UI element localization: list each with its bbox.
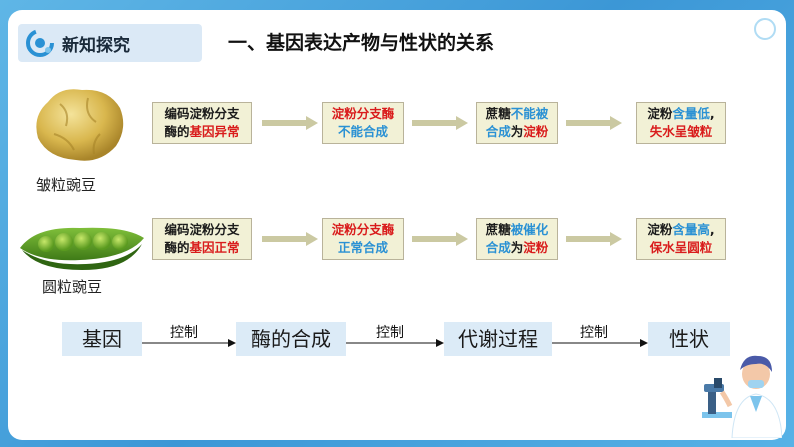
step-text-segment: 基因正常 — [189, 240, 240, 255]
step-text-segment: 淀粉 — [523, 240, 549, 255]
step-box-row2-4: 淀粉含量高,保水呈圆粒 — [636, 218, 726, 260]
flow-edge-label-3: 控制 — [580, 325, 608, 341]
step-text-segment: 淀粉分支酶 — [331, 106, 395, 121]
step-text-segment: 淀粉 — [647, 222, 673, 237]
step-text-segment: 酶的 — [164, 240, 190, 255]
step-text-segment: 含量高 — [672, 222, 710, 237]
step-arrow-row2-2 — [412, 232, 468, 246]
round-pea-label: 圆粒豌豆 — [42, 278, 103, 296]
header-badge: 新知探究 — [18, 24, 202, 62]
step-box-line: 合成为淀粉 — [481, 123, 553, 141]
step-text-segment: 淀粉分支酶 — [331, 222, 395, 237]
step-box-line: 正常合成 — [327, 239, 399, 257]
step-box-row2-2: 淀粉分支酶正常合成 — [322, 218, 404, 260]
step-text-segment: 失水呈皱粒 — [649, 124, 713, 139]
step-box-line: 淀粉分支酶 — [327, 221, 399, 239]
step-text-segment: 为 — [510, 124, 524, 139]
flow-node-enzyme-synthesis: 酶的合成 — [236, 322, 346, 356]
step-text-segment: 蔗糖 — [485, 106, 511, 121]
flow-node-trait: 性状 — [648, 322, 730, 356]
step-text-segment: 蔗糖 — [485, 222, 511, 237]
step-text-segment: 合成 — [485, 240, 511, 255]
scientist-microscope-illustration — [702, 355, 782, 438]
step-box-line: 淀粉分支酶 — [327, 105, 399, 123]
flow-node-gene: 基因 — [62, 322, 142, 356]
step-text-segment: 保水呈圆粒 — [649, 240, 713, 255]
step-text-segment: , — [709, 106, 715, 121]
decorative-circle — [754, 18, 776, 40]
step-box-row2-3: 蔗糖被催化合成为淀粉 — [476, 218, 558, 260]
step-arrow-row2-1 — [262, 232, 318, 246]
header-title: 新知探究 — [62, 36, 130, 56]
step-text-segment: 不能被 — [510, 106, 549, 121]
step-text-segment: 基因异常 — [189, 124, 240, 139]
flow-arrow-1 — [142, 339, 236, 347]
wrinkled-pea-image — [36, 89, 124, 161]
step-arrow-row1-2 — [412, 116, 468, 130]
step-box-line: 蔗糖被催化 — [481, 221, 553, 239]
step-text-segment: 不能合成 — [337, 124, 388, 139]
step-text-segment: , — [709, 222, 715, 237]
step-box-row1-3: 蔗糖不能被合成为淀粉 — [476, 102, 558, 144]
flow-arrow-2 — [346, 339, 444, 347]
step-arrow-row1-3 — [566, 116, 622, 130]
step-box-line: 淀粉含量高, — [641, 221, 721, 239]
step-box-line: 合成为淀粉 — [481, 239, 553, 257]
step-box-line: 编码淀粉分支 — [157, 105, 247, 123]
step-arrow-row2-3 — [566, 232, 622, 246]
step-text-segment: 编码淀粉分支 — [164, 106, 240, 121]
step-box-line: 不能合成 — [327, 123, 399, 141]
section-title: 一、基因表达产物与性状的关系 — [228, 32, 495, 54]
step-text-segment: 合成 — [485, 124, 511, 139]
wrinkled-pea-label: 皱粒豌豆 — [36, 176, 97, 194]
flow-node-metabolism: 代谢过程 — [444, 322, 552, 356]
step-text-segment: 含量低 — [672, 106, 710, 121]
step-arrow-row1-1 — [262, 116, 318, 130]
step-box-line: 淀粉含量低, — [641, 105, 721, 123]
step-box-row1-2: 淀粉分支酶不能合成 — [322, 102, 404, 144]
step-box-row1-1: 编码淀粉分支酶的基因异常 — [152, 102, 252, 144]
step-text-segment: 淀粉 — [647, 106, 673, 121]
logo-icon — [26, 29, 54, 57]
step-box-line: 酶的基因正常 — [157, 239, 247, 257]
round-pea-pod-image — [20, 227, 144, 270]
step-box-line: 酶的基因异常 — [157, 123, 247, 141]
step-box-row1-4: 淀粉含量低,失水呈皱粒 — [636, 102, 726, 144]
step-text-segment: 酶的 — [164, 124, 190, 139]
step-box-line: 保水呈圆粒 — [641, 239, 721, 257]
flow-edge-label-1: 控制 — [170, 325, 198, 341]
step-box-line: 蔗糖不能被 — [481, 105, 553, 123]
flow-arrow-3 — [552, 339, 648, 347]
step-text-segment: 为 — [510, 240, 524, 255]
flow-edge-label-2: 控制 — [376, 325, 404, 341]
step-box-line: 编码淀粉分支 — [157, 221, 247, 239]
step-text-segment: 淀粉 — [523, 124, 549, 139]
step-box-line: 失水呈皱粒 — [641, 123, 721, 141]
step-text-segment: 正常合成 — [337, 240, 388, 255]
step-text-segment: 编码淀粉分支 — [164, 222, 240, 237]
step-text-segment: 被催化 — [510, 222, 549, 237]
step-box-row2-1: 编码淀粉分支酶的基因正常 — [152, 218, 252, 260]
